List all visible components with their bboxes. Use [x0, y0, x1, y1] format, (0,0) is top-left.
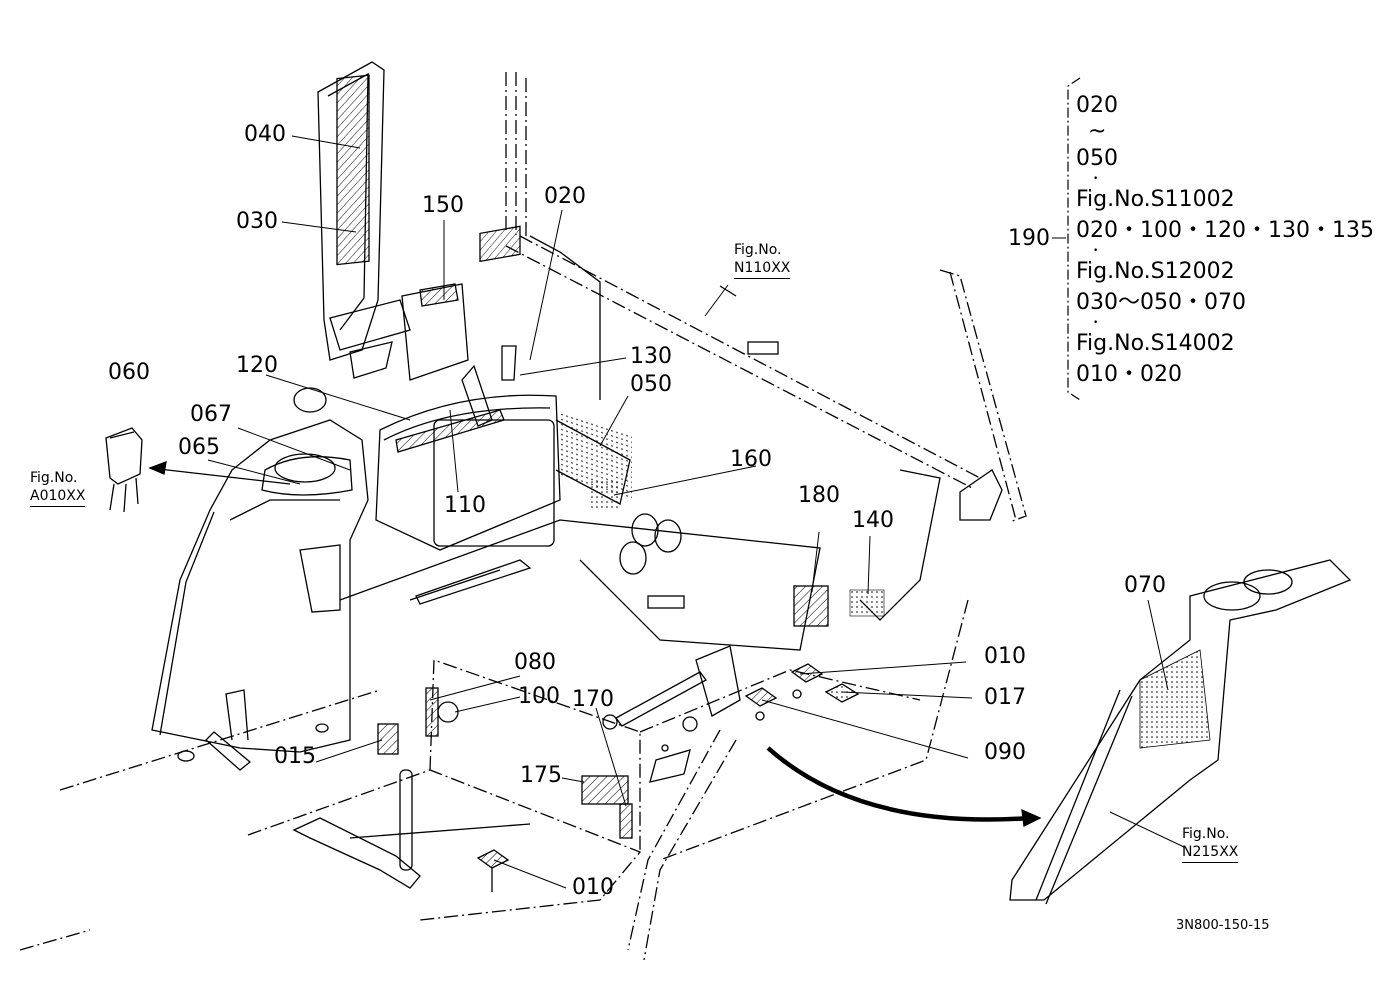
part-label-065: 065 — [178, 435, 220, 460]
part-label-160: 160 — [730, 447, 772, 472]
label-100 — [437, 701, 459, 723]
legend-key: 190 — [1008, 226, 1050, 251]
left-console — [151, 387, 369, 771]
legend-row: 050 — [1076, 145, 1118, 171]
legend-row: 030～050・070 — [1076, 289, 1246, 315]
rear-frame — [505, 72, 1027, 523]
part-label-090: 090 — [984, 740, 1026, 765]
front-wall — [339, 411, 885, 651]
label-080 — [425, 687, 439, 737]
label-170 — [619, 803, 633, 839]
part-label-030: 030 — [236, 209, 278, 234]
fig-ref-a010xx[interactable]: Fig.No. A010XX — [30, 470, 86, 507]
legend: 020 ~ 050 • Fig.No.S11002 020・100・120・13… — [1076, 90, 1374, 390]
fig-ref-title: Fig.No. — [30, 470, 78, 486]
label-180 — [793, 585, 829, 627]
part-label-017: 017 — [984, 685, 1026, 710]
part-label-130: 130 — [630, 344, 672, 369]
part-label-110: 110 — [444, 493, 486, 518]
right-side-panel — [1009, 559, 1352, 905]
arrow-to-panel — [766, 746, 1031, 822]
arrow-to-knob — [149, 467, 291, 485]
label-175 — [581, 775, 629, 805]
part-label-010: 010 — [984, 644, 1026, 669]
legend-row: 010・020 — [1076, 361, 1182, 387]
legend-row: ~ — [1088, 119, 1107, 144]
right-lower-frame — [627, 599, 969, 961]
lever-assembly — [602, 645, 741, 783]
fig-ref-number: N215XX — [1182, 844, 1239, 863]
left-pillar — [317, 61, 385, 361]
legend-row: 020 — [1076, 92, 1118, 118]
knob-060 — [105, 427, 143, 513]
part-label-070: 070 — [1124, 573, 1166, 598]
fig-ref-number: N110XX — [734, 260, 791, 279]
part-label-175: 175 — [520, 763, 562, 788]
fig-ref-number: A010XX — [30, 488, 86, 507]
label-030-040 — [336, 74, 370, 266]
part-label-040: 040 — [244, 122, 286, 147]
part-label-020: 020 — [544, 184, 586, 209]
part-label-180: 180 — [798, 483, 840, 508]
legend-row: Fig.No.S11002 — [1076, 186, 1235, 212]
label-070 — [1139, 649, 1211, 749]
label-140 — [849, 589, 885, 617]
part-label-100: 100 — [518, 684, 560, 709]
part-label-015: 015 — [274, 744, 316, 769]
part-label-080: 080 — [514, 650, 556, 675]
fig-ref-n110xx[interactable]: Fig.No. N110XX — [734, 242, 791, 279]
part-label-067: 067 — [190, 402, 232, 427]
part-label-010-floor: 010 — [572, 875, 614, 900]
legend-row: 020・100・120・130・135 — [1076, 217, 1374, 243]
part-label-140: 140 — [852, 508, 894, 533]
part-label-170: 170 — [572, 687, 614, 712]
part-label-150: 150 — [422, 193, 464, 218]
legend-row: Fig.No.S14002 — [1076, 330, 1235, 356]
floor-plate — [19, 659, 921, 951]
legend-row: Fig.No.S12002 — [1076, 258, 1235, 284]
fig-ref-n215xx[interactable]: Fig.No. N215XX — [1182, 826, 1239, 863]
drawing-number: 3N800-150-15 — [1176, 918, 1270, 933]
fig-ref-title: Fig.No. — [734, 242, 782, 258]
part-label-120: 120 — [236, 353, 278, 378]
legend-brace — [1067, 77, 1081, 401]
label-015 — [377, 723, 399, 755]
leader-lines — [207, 135, 1185, 889]
part-label-060: 060 — [108, 360, 150, 385]
part-label-050: 050 — [630, 372, 672, 397]
fig-ref-title: Fig.No. — [1182, 826, 1230, 842]
center-console — [329, 225, 631, 551]
